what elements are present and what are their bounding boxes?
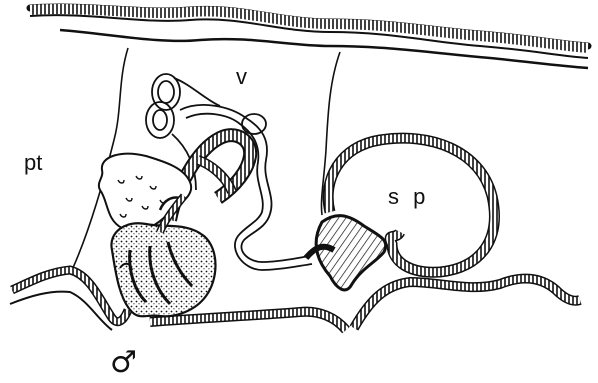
label-pt: pt bbox=[24, 152, 42, 174]
label-v: v bbox=[236, 66, 247, 88]
label-male-symbol: ♂ bbox=[110, 348, 137, 378]
label-sp: s p bbox=[388, 186, 429, 208]
genital-atrium bbox=[306, 216, 386, 290]
ventral-body-wall-left bbox=[10, 270, 128, 330]
dorsal-body-wall bbox=[30, 7, 588, 68]
prostate-gland bbox=[99, 154, 191, 231]
ventral-body-wall-right bbox=[150, 279, 580, 330]
